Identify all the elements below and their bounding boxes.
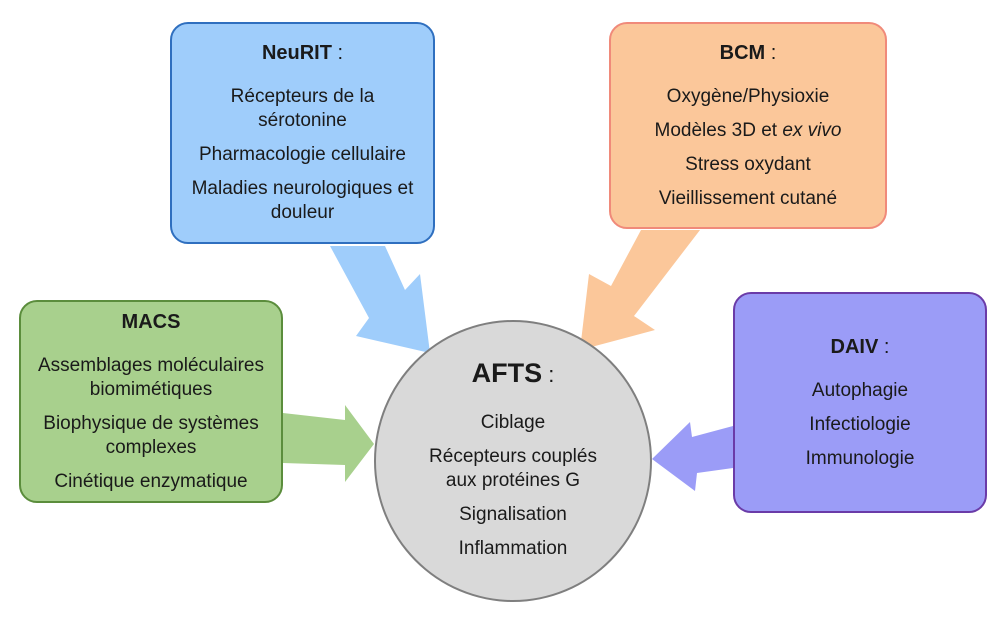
afts-item-targeting: Ciblage	[480, 412, 546, 433]
macs-title: MACS	[121, 310, 181, 333]
bcm-title: BCM :	[719, 41, 777, 64]
neurit-title: NeuRIT :	[261, 42, 344, 64]
macs-item-assemblies: Assemblages moléculaires biomimétiques	[38, 354, 264, 400]
afts-title: AFTS :	[471, 358, 555, 388]
daiv-item-infectiology: Infectiologie	[809, 413, 911, 435]
bcm-item-models: Modèles 3D et ex vivo	[654, 119, 842, 141]
bcm-item-ex-vivo: ex vivo	[782, 119, 842, 141]
macs-box: MACS Assemblages moléculaires biomimétiq…	[19, 300, 283, 503]
arrow-bcm-to-afts	[580, 230, 700, 350]
arrow-macs-to-afts	[283, 405, 374, 482]
macs-item-biophysics: Biophysique de systèmes complexes	[43, 412, 259, 458]
neurit-item-neuro-diseases: Maladies neurologiques et douleur	[191, 178, 414, 223]
macs-item-kinetics: Cinétique enzymatique	[54, 470, 248, 492]
bcm-item-skin-aging: Vieillissement cutané	[658, 187, 838, 209]
bcm-box: BCM : Oxygène/Physioxie Modèles 3D et ex…	[609, 22, 887, 229]
afts-item-signaling: Signalisation	[459, 504, 567, 525]
daiv-box: DAIV : Autophagie Infectiologie Immunolo…	[733, 292, 987, 513]
afts-circle: AFTS : Ciblage Récepteurs couplés aux pr…	[374, 320, 652, 602]
neurit-item-serotonin: Récepteurs de la sérotonine	[230, 86, 375, 131]
daiv-item-immunology: Immunologie	[805, 447, 915, 469]
bcm-item-oxidative-stress: Stress oxydant	[685, 153, 811, 175]
arrow-daiv-to-afts	[652, 422, 733, 491]
bcm-item-oxygen: Oxygène/Physioxie	[666, 85, 830, 107]
daiv-title: DAIV :	[830, 335, 890, 358]
afts-item-inflammation: Inflammation	[458, 538, 568, 559]
daiv-item-autophagy: Autophagie	[811, 379, 909, 401]
neurit-box: NeuRIT : Récepteurs de la sérotonine Pha…	[170, 22, 435, 244]
afts-item-gpcr: Récepteurs couplés aux protéines G	[429, 446, 597, 491]
neurit-item-pharmacology: Pharmacologie cellulaire	[199, 144, 406, 165]
arrow-neurit-to-afts	[330, 246, 430, 353]
